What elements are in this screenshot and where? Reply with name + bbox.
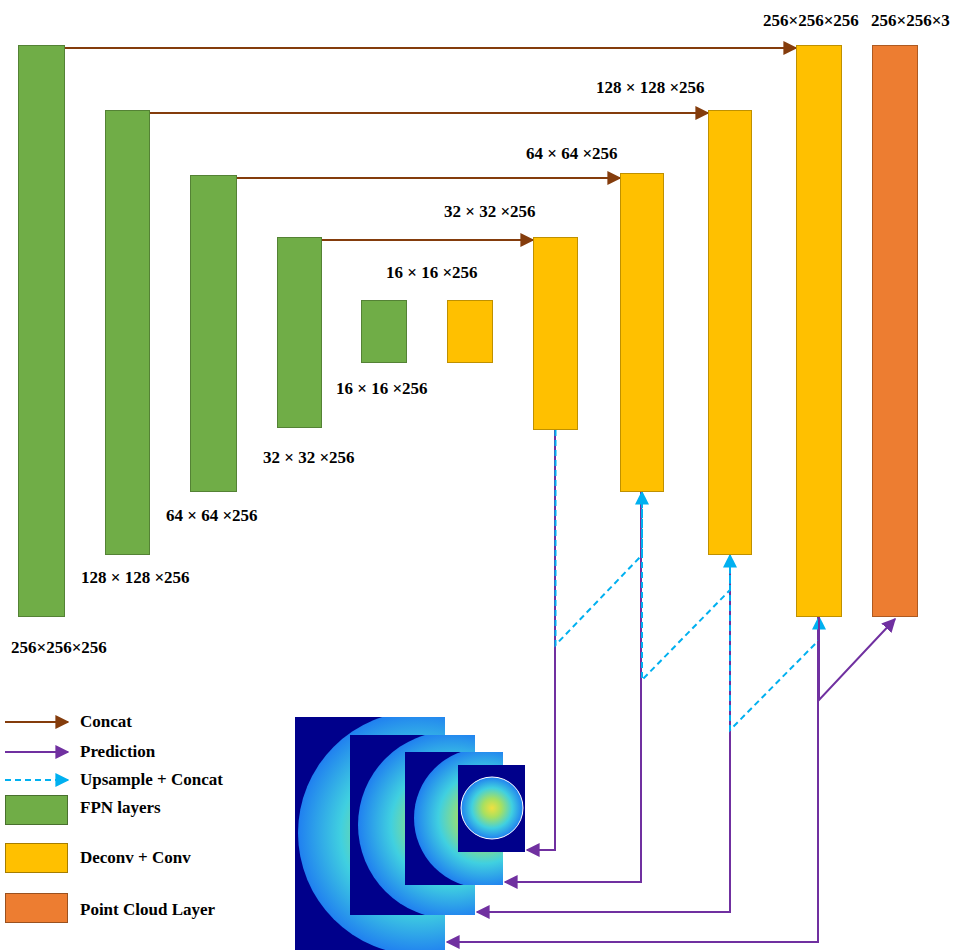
dimension-label: 32 × 32 ×256 xyxy=(263,448,355,468)
fpn-layer: 16 × 16 ×256 xyxy=(361,300,407,363)
deconv-conv-layer: 128 × 128 ×256 xyxy=(708,110,752,555)
legend-line-sample xyxy=(5,779,68,781)
deconv-conv-layer: 256×256×256 xyxy=(796,45,842,617)
dimension-label: 64 × 64 ×256 xyxy=(166,506,258,526)
legend-swatch xyxy=(5,893,68,923)
fpn-layer: 64 × 64 ×256 xyxy=(190,175,237,492)
dimension-label: 128 × 128 ×256 xyxy=(596,78,705,98)
fpn-layer: 32 × 32 ×256 xyxy=(277,237,322,428)
fpn-layer: 128 × 128 ×256 xyxy=(105,110,150,555)
legend-text: Concat xyxy=(80,712,132,732)
concat-arrow xyxy=(150,112,708,114)
deconv-conv-layer: 32 × 32 ×256 xyxy=(533,237,578,430)
dimension-label: 16 × 16 ×256 xyxy=(386,263,478,283)
prediction-line xyxy=(527,430,555,850)
legend-text: FPN layers xyxy=(80,798,161,818)
dimension-label: 32 × 32 ×256 xyxy=(444,202,536,222)
prediction-line xyxy=(505,492,641,882)
dimension-label: 16 × 16 ×256 xyxy=(336,379,428,399)
prediction-map xyxy=(405,752,503,885)
legend-swatch xyxy=(5,795,68,825)
prediction-line xyxy=(477,555,730,912)
legend-text: Upsample + Concat xyxy=(80,770,223,790)
dimension-label: 256×256×256 xyxy=(11,638,107,658)
fpn-layer: 256×256×256 xyxy=(18,45,65,617)
prediction-line xyxy=(447,617,818,942)
prediction-map xyxy=(458,765,525,852)
legend-text: Deconv + Conv xyxy=(80,848,191,868)
concat-arrow xyxy=(237,177,620,179)
dimension-label: 256×256×256 xyxy=(763,11,859,31)
concat-arrow xyxy=(322,239,533,241)
point-cloud-layer: 256×256×3 xyxy=(872,45,918,617)
dimension-label: 256×256×3 xyxy=(871,11,950,31)
deconv-conv-layer: 16 × 16 ×256 xyxy=(447,300,493,363)
dimension-label: 128 × 128 ×256 xyxy=(81,568,190,588)
prediction-arrow xyxy=(819,617,895,700)
concat-arrow xyxy=(65,47,796,49)
legend-text: Point Cloud Layer xyxy=(80,900,215,920)
dimension-label: 64 × 64 ×256 xyxy=(526,144,618,164)
legend-swatch xyxy=(5,843,68,873)
legend-line-sample xyxy=(5,721,68,723)
legend-text: Prediction xyxy=(80,742,155,762)
deconv-conv-layer: 64 × 64 ×256 xyxy=(620,173,664,492)
legend-line-sample xyxy=(5,751,68,753)
